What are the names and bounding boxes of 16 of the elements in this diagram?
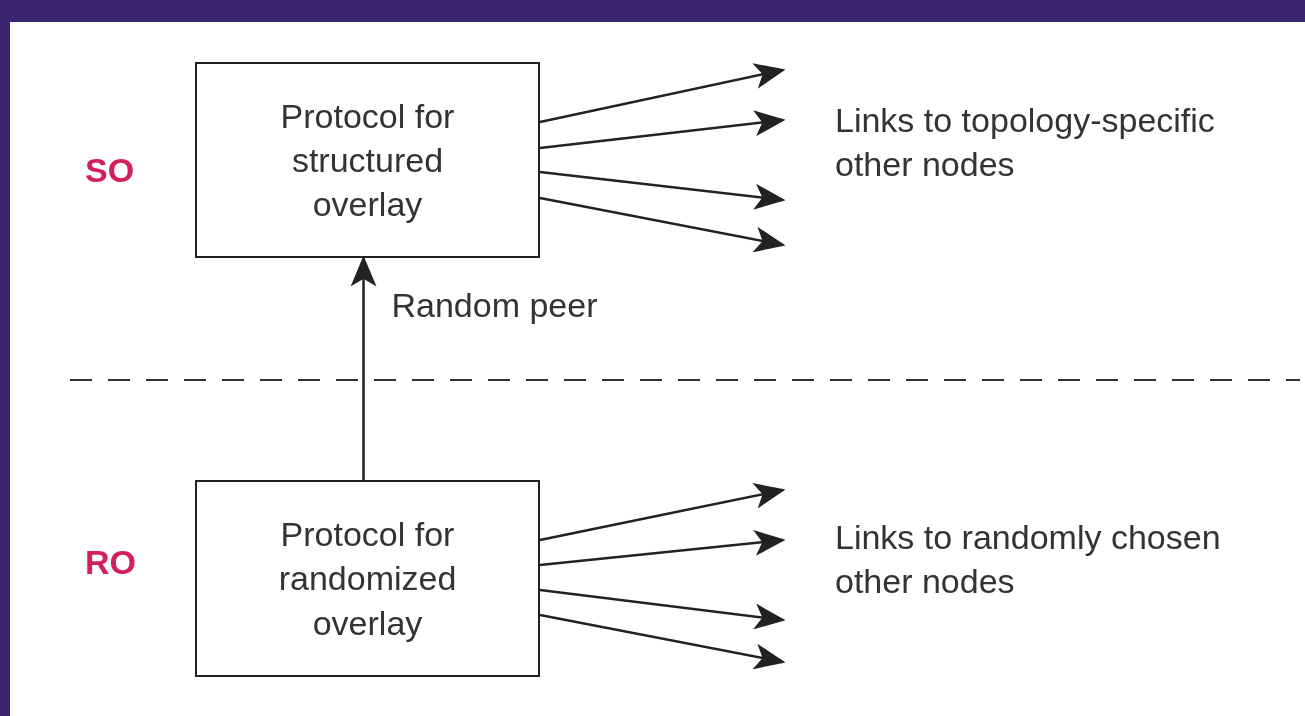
process-box [195,480,540,677]
arrow [539,110,786,150]
arrow [539,588,786,630]
arrow [539,170,786,210]
arrow [539,63,786,124]
arrow [539,613,786,670]
arrow [539,196,786,253]
annotation-text: Links to topology-specific other nodes [835,100,1216,186]
annotation-text: Links to randomly chosen other nodes [835,517,1222,603]
arrow [539,483,786,542]
box-text: Protocol for randomized overlay [277,514,458,644]
box-text: Protocol for structured overlay [279,95,456,226]
layer-label: RO [85,542,137,583]
layer-label: SO [85,150,136,191]
arrow [539,530,786,567]
process-box [195,62,540,258]
